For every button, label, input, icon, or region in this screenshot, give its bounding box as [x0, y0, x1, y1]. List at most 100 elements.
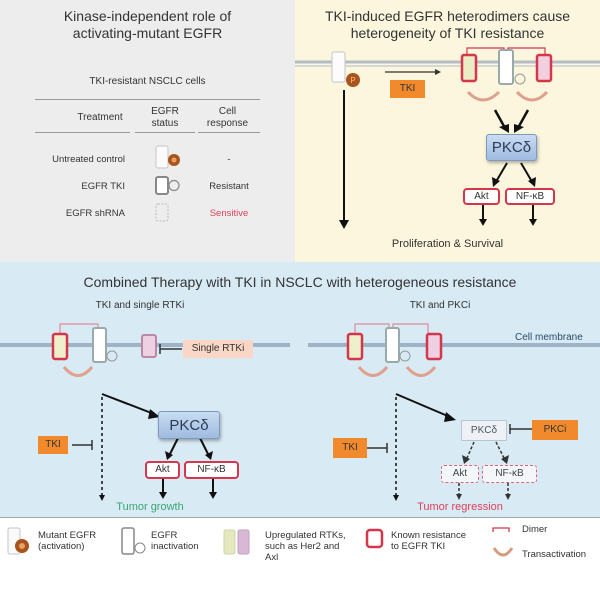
mutant-egfr-active-icon: [7, 527, 29, 555]
panel-b-title-line1: TKI-induced EGFR heterodimers cause: [324, 8, 571, 24]
legend-dimer: Dimer: [522, 524, 548, 535]
egfr-inactivated-icon: [155, 176, 180, 195]
row-treatment-untreated: Untreated control: [52, 154, 125, 165]
transactivation-arc-left: [466, 90, 501, 102]
left-arrow-to-pkc: [101, 393, 155, 415]
legend-mutant-egfr-line2: (activation): [38, 541, 85, 552]
right-upregulated-rtk-left: [346, 332, 364, 361]
table-caption: TKI-resistant NSCLC cells: [89, 76, 206, 87]
right-transactivation-arc-right: [405, 366, 437, 377]
row-treatment-egfr-tki: EGFR TKI: [81, 181, 125, 192]
arrowhead-akt: [492, 177, 500, 187]
header-egfr-status: EGFR status: [140, 106, 190, 130]
header-rule-treatment: [35, 132, 130, 133]
left-blocked-signal-arrowhead: [99, 495, 105, 501]
legend-icons: [7, 527, 514, 557]
right-arrowhead-akt-down: [456, 494, 462, 500]
left-egfr-kinase-domain: [106, 350, 118, 362]
panel-b-diagram: P: [295, 47, 600, 229]
panel-a-title-line2: activating-mutant EGFR: [72, 25, 223, 41]
left-arrowhead-akt-down: [159, 492, 167, 499]
row-response-egfr-shrna: Sensitive: [209, 208, 249, 219]
row-treatment-egfr-shrna: EGFR shRNA: [65, 208, 125, 219]
pkc-delta-box: PKCδ: [486, 134, 537, 161]
egfr-inactivated-icon: [121, 527, 146, 555]
right-egfr-inactivated: [385, 327, 400, 363]
right-arrow-pkc-nfkb: [495, 441, 505, 459]
proliferation-survival-label: Proliferation & Survival: [391, 238, 504, 250]
legend-known-resistance-line2: to EGFR TKI: [391, 541, 446, 552]
left-tki-box: TKI: [38, 436, 68, 454]
left-arrowhead-pkc: [148, 409, 160, 419]
panel-a-title-line1: Kinase-independent role of: [63, 8, 232, 24]
row-response-untreated: -: [227, 154, 231, 165]
header-rule-status: [135, 132, 195, 133]
header-rule-response: [198, 132, 260, 133]
arrowhead-nfkb: [528, 177, 536, 187]
header-cell-response-line2: response: [206, 118, 249, 129]
right-pkc-delta-box: PKCδ: [461, 420, 507, 441]
right-upregulated-rtk-right: [425, 332, 443, 361]
panel-b-title-line2: heterogeneity of TKI resistance: [350, 25, 545, 41]
legend-egfr-inactivation: EGFR inactivation: [151, 530, 199, 552]
header-cell-response: Cell response: [195, 106, 260, 130]
dimer-icon: [492, 527, 510, 532]
known-resistance-icon: [365, 528, 384, 549]
left-akt-box: Akt: [145, 461, 180, 479]
upregulated-rtk-left: [460, 53, 478, 83]
arrowhead-pkc-left: [499, 124, 509, 133]
arrow-pkc-nfkb: [520, 162, 532, 181]
legend: Mutant EGFR (activation) EGFR inactivati…: [0, 518, 600, 594]
right-arrow-to-pkc: [395, 393, 451, 418]
transactivation-icon: [492, 547, 514, 557]
legend-egfr-inactivation-line1: EGFR: [151, 530, 178, 541]
left-egfr-inactivated: [92, 327, 107, 363]
tki-label-box: TKI: [390, 80, 425, 98]
left-arrowhead-nfkb: [205, 451, 213, 460]
legend-known-resistance: Known resistance to EGFR TKI: [391, 530, 466, 552]
single-rtki-box: Single RTKi: [183, 340, 253, 358]
cell-membrane-label: Cell membrane: [515, 332, 583, 343]
arrow-to-pkc-right: [516, 109, 530, 129]
arrowhead-akt-down: [479, 219, 487, 226]
right-arrow-pkc-akt: [466, 441, 475, 459]
right-egfr-kinase-domain: [399, 350, 411, 362]
upregulated-rtk-icon: [223, 529, 250, 555]
panel-b-title: TKI-induced EGFR heterodimers cause hete…: [295, 8, 600, 42]
left-arrow-pkc-akt: [169, 437, 179, 455]
header-egfr-status-line2: status: [151, 118, 179, 129]
akt-box: Akt: [463, 188, 500, 205]
tki-arrowhead: [435, 69, 441, 75]
egfr-inactivated-center: [498, 49, 514, 85]
mutant-egfr-active-icon: [155, 145, 180, 169]
right-arrowhead-nfkb-down: [505, 494, 511, 500]
right-arrowhead-nfkb: [501, 455, 509, 464]
legend-upregulated-rtks: Upregulated RTKs, such as Her2 and Axl: [265, 530, 346, 563]
legend-known-resistance-line1: Known resistance: [391, 530, 466, 541]
panel-combined-therapy: Combined Therapy with TKI in NSCLC with …: [0, 262, 600, 518]
panel-a-title: Kinase-independent role of activating-mu…: [0, 8, 295, 42]
legend-upregulated-rtks-line3: Axl: [265, 552, 279, 563]
arrow-to-pkc-left: [493, 109, 507, 129]
pkci-box: PKCi: [532, 420, 578, 440]
right-arrowhead-pkc: [444, 412, 456, 422]
panel-kinase-independent-role: Kinase-independent role of activating-mu…: [0, 0, 295, 262]
right-subtitle: TKI and PKCi: [409, 300, 471, 311]
right-dimer-bracket-left: [354, 323, 390, 334]
arrow-pkc-akt: [496, 162, 508, 181]
direct-signal-arrowhead: [339, 220, 349, 229]
row-response-egfr-tki: Resistant: [209, 181, 249, 192]
left-upregulated-rtk: [51, 332, 69, 361]
tumor-regression-label: Tumor regression: [417, 501, 503, 513]
legend-transactivation: Transactivation: [522, 549, 587, 560]
egfr-absent-icon: [155, 203, 169, 222]
left-arrowhead-akt: [165, 451, 173, 460]
legend-mutant-egfr-line1: Mutant EGFR: [38, 530, 97, 541]
left-pkc-delta-box: PKCδ: [158, 411, 220, 439]
egfr-kinase-domain: [514, 73, 526, 85]
panel-c-diagram: [0, 323, 600, 501]
left-single-rtk: [141, 334, 157, 358]
right-transactivation-arc-left: [357, 366, 389, 377]
header-cell-response-line1: Cell: [218, 106, 237, 117]
panel-c-title: Combined Therapy with TKI in NSCLC with …: [83, 274, 517, 290]
